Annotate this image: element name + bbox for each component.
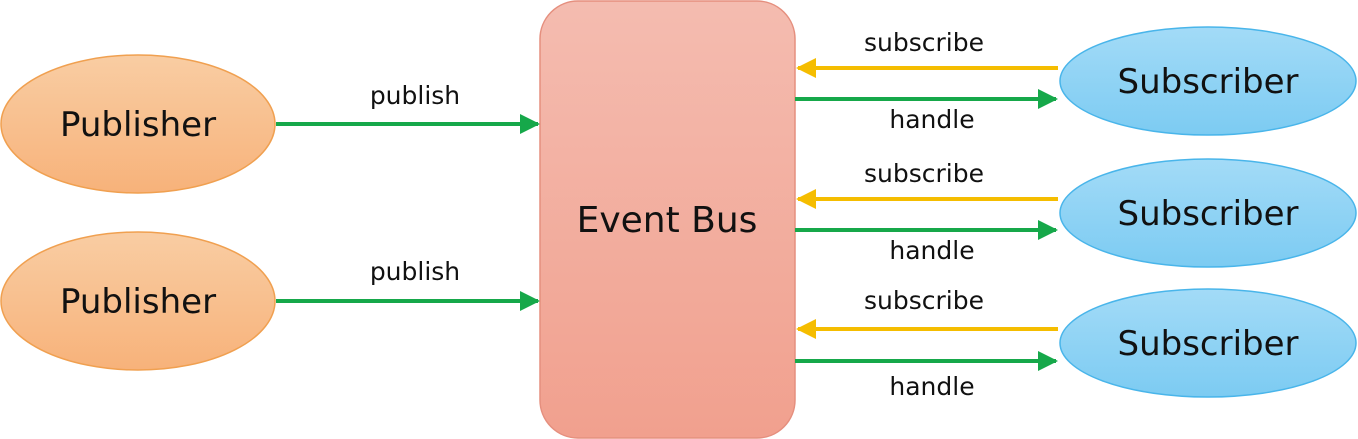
handle-label: handle: [889, 105, 974, 134]
publisher-shape: [0, 231, 276, 371]
subscribe-label: subscribe: [864, 286, 984, 315]
subscriber-label: Subscriber: [1117, 62, 1298, 102]
subscriber-shape: [1059, 26, 1357, 136]
subscriber-node-2: Subscriber: [1059, 158, 1357, 268]
publisher-label: Publisher: [60, 282, 216, 322]
publisher-label: Publisher: [60, 105, 216, 145]
handle-label: handle: [889, 372, 974, 401]
handle-label: handle: [889, 236, 974, 265]
subscribe-label: subscribe: [864, 28, 984, 57]
event-bus-label: Event Bus: [577, 200, 758, 241]
subscriber-label: Subscriber: [1117, 324, 1298, 364]
subscribe-label: subscribe: [864, 159, 984, 188]
event-bus-box: [539, 0, 796, 439]
subscriber-node-3: Subscriber: [1059, 288, 1357, 398]
publisher-shape: [0, 54, 276, 194]
publisher-node-1: Publisher: [0, 54, 276, 194]
event-bus-node: Event Bus: [539, 0, 796, 439]
subscriber-shape: [1059, 288, 1357, 398]
subscriber-label: Subscriber: [1117, 194, 1298, 234]
publisher-node-2: Publisher: [0, 231, 276, 371]
subscriber-node-1: Subscriber: [1059, 26, 1357, 136]
subscriber-shape: [1059, 158, 1357, 268]
publish-label: publish: [370, 257, 460, 286]
publish-label: publish: [370, 81, 460, 110]
